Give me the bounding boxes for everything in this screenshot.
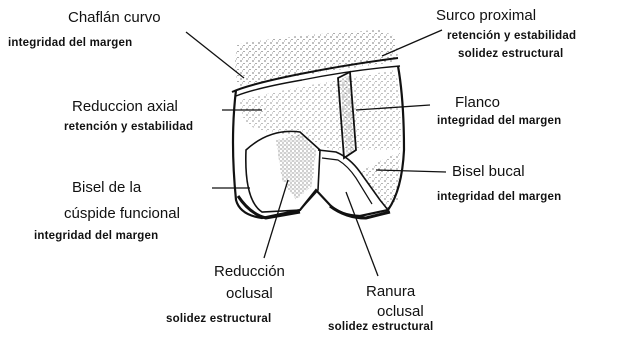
leader-ranura-oclusal (346, 192, 378, 276)
label-bisel-cuspide-line1: Bisel de la (72, 180, 141, 195)
label-surco-proximal-sub2: solidez estructural (458, 49, 563, 61)
label-reduccion-oclusal-line1: Reducción (214, 264, 285, 279)
label-flanco-title: Flanco (455, 95, 500, 110)
label-surco-proximal-title: Surco proximal (436, 8, 536, 23)
occlusal-reduction-fill (276, 134, 316, 200)
occlusal-groove-inner (322, 158, 372, 204)
label-reduccion-axial-sub: retención y estabilidad (64, 122, 193, 134)
label-bisel-bucal-sub: integridad del margen (437, 192, 561, 204)
label-ranura-oclusal-line1: Ranura (366, 284, 415, 299)
label-chaflan-curvo-sub: integridad del margen (8, 38, 132, 50)
label-bisel-cuspide-line2: cúspide funcional (64, 206, 180, 221)
label-ranura-oclusal-line2: oclusal (377, 304, 424, 319)
label-flanco-sub: integridad del margen (437, 116, 561, 128)
label-ranura-oclusal-sub: solidez estructural (328, 322, 433, 334)
label-bisel-bucal-title: Bisel bucal (452, 164, 525, 179)
label-reduccion-oclusal-sub: solidez estructural (166, 314, 271, 326)
label-surco-proximal-sub1: retención y estabilidad (447, 31, 576, 43)
label-reduccion-axial-title: Reduccion axial (72, 99, 178, 114)
label-chaflan-curvo-title: Chaflán curvo (68, 10, 161, 25)
label-bisel-cuspide-sub: integridad del margen (34, 231, 158, 243)
label-reduccion-oclusal-line2: oclusal (226, 286, 273, 301)
leader-chaflan (186, 32, 244, 78)
